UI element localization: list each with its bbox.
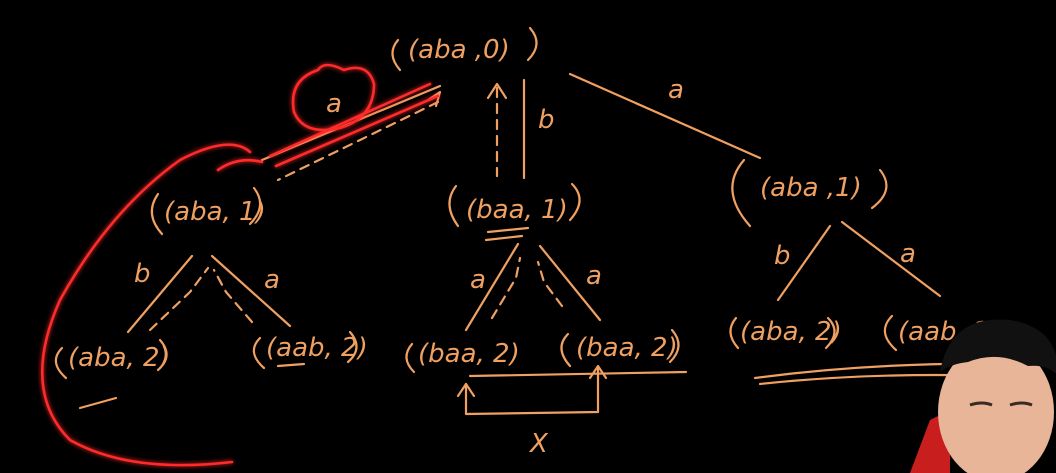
arrow-head-icon <box>456 382 476 398</box>
node-root: (aba ,0) <box>408 35 510 65</box>
bracket-icon <box>526 26 538 62</box>
bracket-icon <box>346 330 358 364</box>
edge-label-root-left: a <box>326 89 342 119</box>
bracket-icon <box>156 338 168 372</box>
underline-mark <box>484 234 524 242</box>
highlight-arc <box>40 143 252 467</box>
bracket-icon <box>54 346 68 380</box>
edge-label-mid-a2: a <box>586 261 602 291</box>
edge-label-left-a: a <box>264 265 280 295</box>
edge-label-right-b: b <box>774 241 791 271</box>
backtrack-arrow-ll <box>148 266 210 332</box>
underline-mark <box>468 370 688 378</box>
edge-right-b <box>776 224 832 302</box>
edge-label-root-mid: b <box>538 105 555 135</box>
bracket-icon <box>448 184 460 228</box>
bracket-icon <box>405 342 416 374</box>
bracket-icon <box>729 316 740 350</box>
edge-mid-a1 <box>464 242 520 332</box>
bracket-icon <box>731 158 752 228</box>
edge-left-a <box>210 254 292 328</box>
edge-label-left-b: b <box>134 259 151 289</box>
edge-mid-a2 <box>538 244 602 322</box>
node-mid: (baa, 1) <box>466 195 568 225</box>
backtrack-arrow-mr <box>536 260 564 308</box>
node-rl: (aba, 2) <box>740 317 842 347</box>
node-mr: (baa, 2) <box>576 333 678 363</box>
bracket-icon <box>883 314 898 352</box>
edge-label-right-a: a <box>900 239 916 269</box>
bracket-icon <box>824 316 836 350</box>
bracket-icon <box>870 168 888 210</box>
underline-mark <box>276 362 306 368</box>
backtrack-arrow-lr <box>212 268 254 324</box>
edge-left-b <box>126 254 194 334</box>
bracket-icon <box>150 192 164 236</box>
loop-connector <box>464 366 600 416</box>
bracket-icon <box>252 336 266 370</box>
edge-label-root-right: a <box>668 75 684 105</box>
node-right: (aba ,1) <box>760 173 862 203</box>
arrow-head-icon <box>486 82 508 100</box>
bracket-icon <box>248 186 262 226</box>
presenter-avatar <box>910 319 1056 473</box>
node-left: (aba, 1) <box>164 197 266 227</box>
edge-label-mid-a1: a <box>470 265 486 295</box>
underline-mark <box>78 396 118 410</box>
node-lr: (aab, 2) <box>266 333 368 363</box>
highlight-edge <box>216 82 440 172</box>
edge-root-right <box>568 72 762 160</box>
backtrack-arrow-ml <box>490 256 522 320</box>
bracket-icon <box>560 332 572 368</box>
underline-mark <box>486 226 530 234</box>
bracket-icon <box>668 328 680 364</box>
bracket-icon <box>391 38 402 72</box>
node-ll: (aba, 2) <box>68 343 170 373</box>
backtrack-arrow-left <box>276 100 440 182</box>
cross-mark: X <box>528 429 549 459</box>
bracket-icon <box>568 182 581 222</box>
node-ml: (baa, 2) <box>418 339 520 369</box>
edge-right-a <box>840 220 942 298</box>
